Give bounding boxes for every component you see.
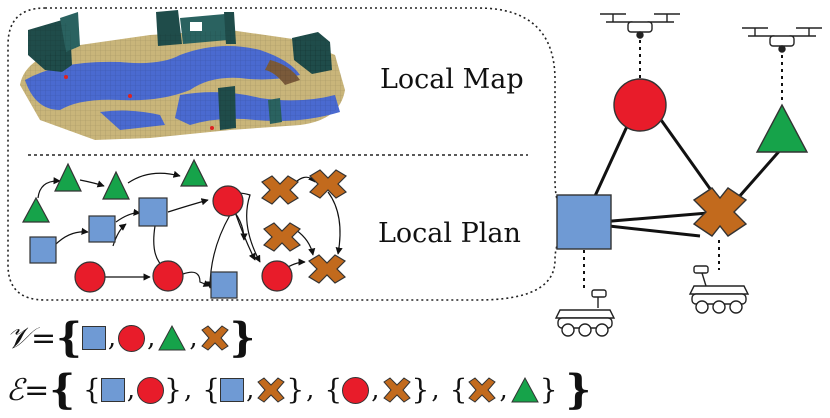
plan-circle-2 xyxy=(152,260,184,292)
team-node-triangle xyxy=(755,103,809,153)
vertex-set-symbol: 𝒱 xyxy=(6,320,31,356)
edge-set-equals: = xyxy=(24,372,50,408)
plan-cross-1 xyxy=(261,175,299,205)
local-panel-outline xyxy=(7,7,577,301)
team-node-square xyxy=(556,194,612,250)
edge-set: ℰ = { {,}, {,}, {,}, {,} } xyxy=(6,366,592,413)
drone-icon xyxy=(742,27,822,53)
plan-triangle-4 xyxy=(180,158,208,187)
square-node-symbol xyxy=(81,326,106,350)
plan-square-3 xyxy=(138,197,168,227)
team-node-circle xyxy=(613,78,667,132)
edge-set-symbol: ℰ xyxy=(6,372,25,408)
local-plan-nodes xyxy=(21,158,347,299)
circle-node-symbol xyxy=(118,324,146,352)
cross-node-symbol xyxy=(382,377,411,403)
triangle-node-symbol xyxy=(158,324,187,351)
plan-square-1 xyxy=(29,236,57,264)
open-brace: { xyxy=(49,366,76,413)
plan-triangle-2 xyxy=(54,162,82,192)
local-plan-label: Local Plan xyxy=(378,218,521,249)
local-map-image xyxy=(20,10,345,140)
plan-cross-3 xyxy=(263,222,301,252)
ground-robot-icon xyxy=(554,289,616,337)
local-map-label: Local Map xyxy=(380,64,524,95)
team-graph-edges xyxy=(582,97,784,238)
plan-square-2 xyxy=(88,215,116,243)
cross-node-symbol xyxy=(468,377,497,403)
close-brace: } xyxy=(565,366,592,413)
plan-cross-4 xyxy=(308,254,346,284)
cross-node-symbol xyxy=(257,377,286,403)
plan-circle-1 xyxy=(74,261,106,293)
local-plan-graph xyxy=(37,170,343,289)
square-node-symbol xyxy=(220,378,245,402)
circle-node-symbol xyxy=(342,376,370,404)
plan-circle-4 xyxy=(261,260,293,292)
team-node-cross xyxy=(692,187,748,237)
vertex-set: 𝒱 = { , , , } xyxy=(6,314,256,361)
open-brace: { xyxy=(56,314,82,361)
plan-triangle-1 xyxy=(21,196,51,223)
plan-cross-2 xyxy=(309,169,347,199)
circle-node-symbol xyxy=(137,376,165,404)
plan-triangle-3 xyxy=(102,170,130,200)
triangle-node-symbol xyxy=(510,376,539,403)
cross-node-symbol xyxy=(200,325,229,351)
close-brace: } xyxy=(229,314,256,361)
drone-icon xyxy=(600,13,680,39)
vertex-set-equals: = xyxy=(31,320,57,356)
square-node-symbol xyxy=(100,378,125,402)
plan-square-4 xyxy=(210,271,238,299)
plan-circle-3 xyxy=(212,185,244,217)
ground-robot-icon xyxy=(688,265,750,314)
